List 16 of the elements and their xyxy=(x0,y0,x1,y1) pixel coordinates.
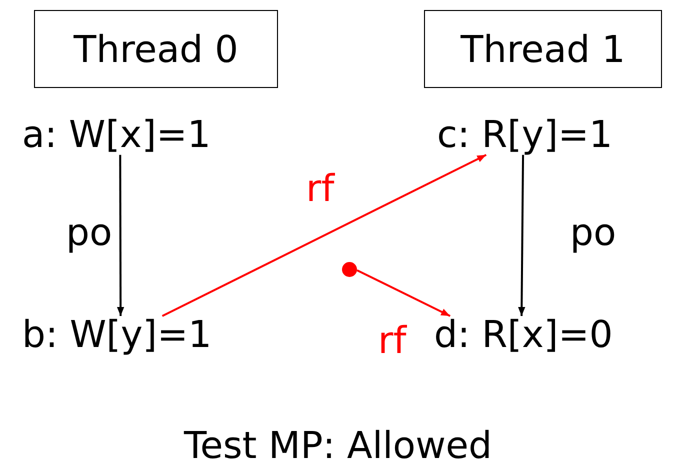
memory-event: d: R[x]=0 xyxy=(434,316,613,355)
arrow xyxy=(356,269,451,317)
edge-label: rf xyxy=(306,170,334,207)
caption: Test MP: Allowed xyxy=(182,424,494,467)
memory-event: b: W[y]=1 xyxy=(22,316,212,355)
edge-label: po xyxy=(66,214,112,251)
edge-label: rf xyxy=(378,322,406,359)
arrow xyxy=(162,154,487,317)
memory-event: c: R[y]=1 xyxy=(437,116,613,155)
thread-header: Thread 0 xyxy=(34,10,278,88)
arrow xyxy=(116,154,124,316)
edge-label: po xyxy=(570,214,616,251)
dot-marker xyxy=(342,262,357,277)
arrow xyxy=(518,154,526,316)
memory-event: a: W[x]=1 xyxy=(22,116,211,155)
thread-header: Thread 1 xyxy=(424,10,662,88)
